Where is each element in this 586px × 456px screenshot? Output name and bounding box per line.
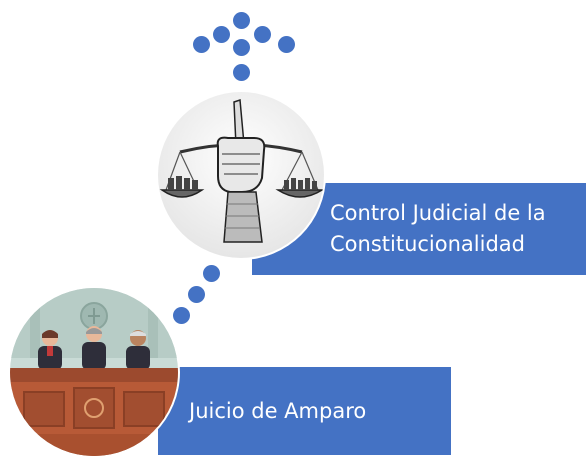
connector-dot bbox=[203, 265, 220, 282]
courtroom-illustration bbox=[10, 288, 178, 456]
arrow-dot bbox=[254, 26, 271, 43]
juicio-amparo-label: Juicio de Amparo bbox=[189, 399, 367, 423]
arrow-dot bbox=[233, 39, 250, 56]
scales-fist-illustration bbox=[158, 92, 324, 258]
control-judicial-label: Control Judicial de la Constitucionalida… bbox=[330, 198, 546, 260]
juicio-amparo-label-box: Juicio de Amparo bbox=[158, 367, 451, 455]
connector-dot bbox=[173, 307, 190, 324]
control-judicial-label-line2: Constitucionalidad bbox=[330, 232, 525, 256]
arrow-dot bbox=[278, 36, 295, 53]
arrow-dot bbox=[193, 36, 210, 53]
courtroom-image bbox=[10, 288, 178, 456]
control-judicial-label-line1: Control Judicial de la bbox=[330, 201, 546, 225]
arrow-dot bbox=[213, 26, 230, 43]
arrow-dot bbox=[233, 64, 250, 81]
justice-scales-image bbox=[158, 92, 324, 258]
connector-dot bbox=[188, 286, 205, 303]
arrow-dot bbox=[233, 12, 250, 29]
